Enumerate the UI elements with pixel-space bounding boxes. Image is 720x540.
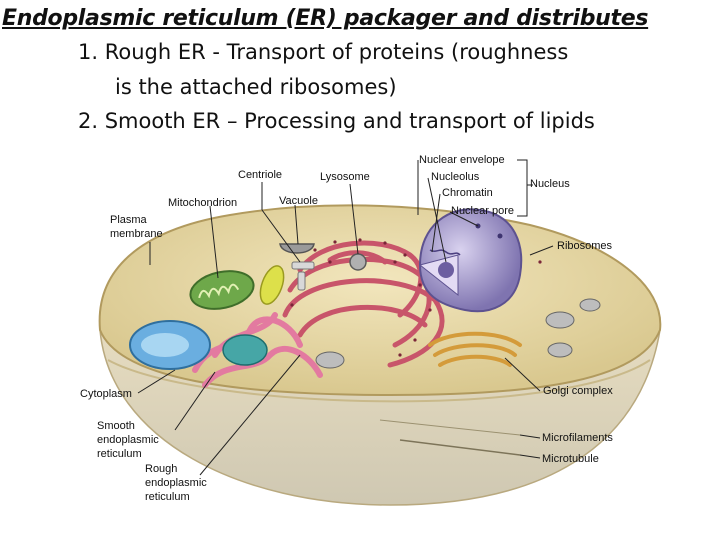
rough-er-point-continued: is the attached ribosomes) bbox=[115, 75, 397, 99]
label-nuclear-envelope: Nuclear envelope bbox=[419, 154, 505, 166]
mitochondrion bbox=[189, 270, 255, 310]
label-plasma-membrane-line1: Plasma bbox=[110, 214, 147, 226]
label-vacuole: Vacuole bbox=[279, 195, 318, 207]
label-ribosomes: Ribosomes bbox=[557, 240, 613, 252]
label-rough-er-line1: Rough bbox=[145, 463, 178, 475]
smooth-er-point: 2. Smooth ER – Processing and transport … bbox=[78, 109, 595, 133]
label-golgi-complex: Golgi complex bbox=[543, 385, 613, 397]
mitochondrion-2 bbox=[259, 265, 285, 305]
microtubule bbox=[399, 439, 521, 456]
leader-lines bbox=[137, 159, 554, 476]
label-smooth-er-line2: endoplasmic bbox=[97, 434, 159, 446]
label-mitochondrion: Mitochondrion bbox=[168, 197, 238, 209]
label-microtubule: Microtubule bbox=[542, 453, 599, 465]
label-chromatin: Chromatin bbox=[442, 187, 493, 199]
mitochondrion-3 bbox=[222, 334, 268, 366]
vacuole-blue bbox=[129, 320, 211, 370]
vesicles bbox=[315, 298, 601, 369]
rough-er-point: 1. Rough ER - Transport of proteins (rou… bbox=[78, 40, 569, 64]
golgi-complex bbox=[428, 331, 522, 367]
chromatin bbox=[429, 249, 461, 256]
smooth-er bbox=[192, 312, 323, 388]
label-nucleolus: Nucleolus bbox=[431, 171, 480, 183]
label-centriole: Centriole bbox=[238, 169, 283, 181]
label-microfilaments: Microfilaments bbox=[542, 432, 613, 444]
nucleus bbox=[418, 208, 523, 313]
label-rough-er-line2: endoplasmic bbox=[145, 477, 207, 489]
lysosome bbox=[349, 253, 367, 271]
label-lysosome: Lysosome bbox=[320, 171, 370, 183]
nuclear-envelope bbox=[418, 208, 523, 313]
page-title: Endoplasmic reticulum (ER) packager and … bbox=[2, 6, 649, 31]
label-smooth-er-line3: reticulum bbox=[97, 448, 142, 460]
ribosomes bbox=[290, 238, 542, 357]
label-smooth-er-line1: Smooth bbox=[97, 420, 135, 432]
microfilaments bbox=[379, 419, 521, 436]
label-nucleus: Nucleus bbox=[530, 178, 570, 190]
label-cytoplasm: Cytoplasm bbox=[80, 388, 132, 400]
label-plasma-membrane-line2: membrane bbox=[110, 228, 163, 240]
label-nuclear-pore: Nuclear pore bbox=[451, 205, 514, 217]
centriole bbox=[291, 261, 315, 291]
label-rough-er-line3: reticulum bbox=[145, 491, 190, 503]
nucleolus bbox=[438, 262, 454, 278]
